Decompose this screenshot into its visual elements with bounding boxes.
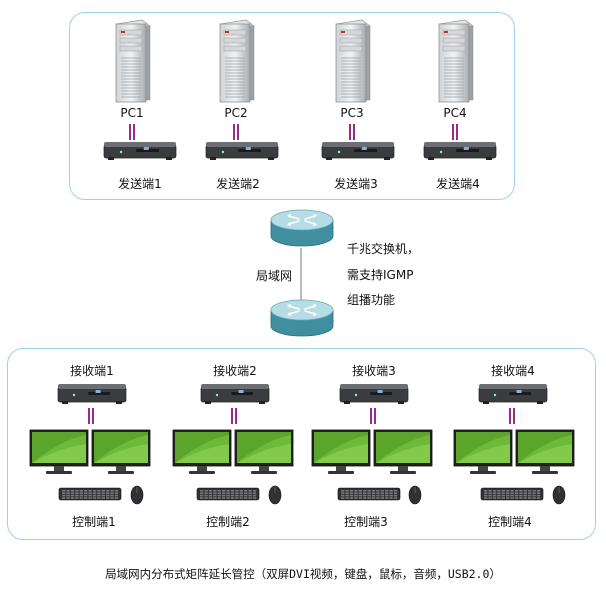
sender-label: 发送端3	[334, 177, 378, 191]
link-connector	[370, 408, 376, 424]
sender-box-icon	[423, 142, 497, 160]
dual-monitor-icon	[311, 429, 433, 474]
switch-note-line-3: 组播功能	[347, 293, 396, 307]
console-label: 控制端1	[72, 515, 116, 529]
console-label: 控制端3	[344, 515, 388, 529]
pc-tower-icon	[438, 19, 474, 103]
sender-label: 发送端2	[216, 177, 260, 191]
pc-label: PC3	[340, 106, 364, 120]
switch-note-line-1: 千兆交换机，	[347, 242, 420, 256]
dual-monitor-icon	[29, 429, 151, 474]
network-link-line	[300, 248, 302, 300]
dual-monitor-icon	[453, 429, 575, 474]
mouse-icon	[130, 485, 144, 505]
link-connector	[452, 124, 458, 140]
receiver-label: 接收端1	[70, 364, 114, 378]
diagram-caption: 局域网内分布式矩阵延长管控（双屏DVI视频，键盘，鼠标，音频，USB2.0）	[105, 567, 501, 581]
sender-box-icon	[321, 142, 395, 160]
mouse-icon	[268, 485, 282, 505]
keyboard-icon	[196, 487, 260, 501]
link-connector	[233, 124, 239, 140]
pc-tower-icon	[335, 19, 371, 103]
console-label: 控制端4	[488, 515, 532, 529]
keyboard-icon	[480, 487, 544, 501]
switch-note-line-2: 需支持IGMP	[347, 268, 414, 282]
link-connector	[129, 124, 135, 140]
link-connector	[509, 408, 515, 424]
link-connector	[88, 408, 94, 424]
pc-tower-icon	[219, 19, 255, 103]
sender-box-icon	[103, 142, 177, 160]
mouse-icon	[408, 485, 422, 505]
link-connector	[231, 408, 237, 424]
keyboard-icon	[337, 487, 401, 501]
sender-box-icon	[205, 142, 279, 160]
lan-label: 局域网	[256, 269, 293, 283]
router-icon	[270, 299, 334, 337]
console-label: 控制端2	[206, 515, 250, 529]
mouse-icon	[552, 485, 566, 505]
pc-label: PC4	[443, 106, 467, 120]
receiver-box-icon	[57, 384, 127, 404]
receiver-box-icon	[478, 384, 548, 404]
receiver-label: 接收端2	[213, 364, 257, 378]
sender-label: 发送端4	[436, 177, 480, 191]
receiver-label: 接收端3	[352, 364, 396, 378]
dual-monitor-icon	[172, 429, 294, 474]
receiver-label: 接收端4	[491, 364, 535, 378]
pc-label: PC2	[224, 106, 248, 120]
sender-label: 发送端1	[118, 177, 162, 191]
keyboard-icon	[58, 487, 122, 501]
pc-tower-icon	[115, 19, 151, 103]
link-connector	[349, 124, 355, 140]
pc-label: PC1	[120, 106, 144, 120]
router-icon	[270, 209, 334, 247]
receiver-box-icon	[200, 384, 270, 404]
receiver-box-icon	[339, 384, 409, 404]
